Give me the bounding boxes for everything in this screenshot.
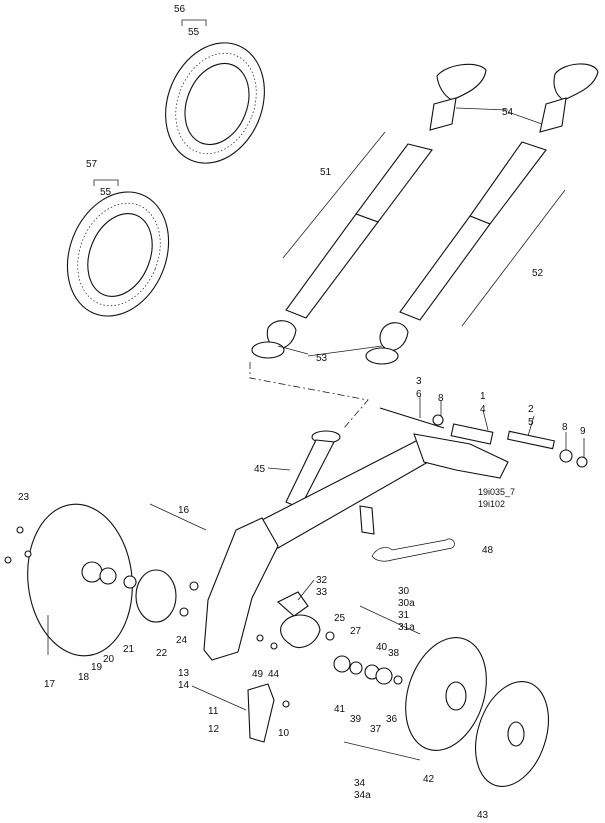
callout-12: 12 <box>208 724 220 735</box>
callout-32: 32 <box>316 575 328 586</box>
drawing-code-1: 19i035_7 <box>478 487 515 497</box>
callout-10: 10 <box>278 728 290 739</box>
telescopic-shaft-right <box>365 63 599 365</box>
callout-55-lower: 55 <box>100 187 112 198</box>
centerline <box>249 362 369 429</box>
callout-17: 17 <box>44 679 56 690</box>
callout-33: 33 <box>316 587 328 598</box>
press-wheel-assembly <box>333 637 549 787</box>
callout-40: 40 <box>376 642 388 653</box>
callout-1: 1 <box>480 391 486 402</box>
callout-38: 38 <box>388 648 400 659</box>
callout-43: 43 <box>477 810 489 821</box>
callout-37: 37 <box>370 724 382 735</box>
callout-52: 52 <box>532 268 544 279</box>
callout-39: 39 <box>350 714 362 725</box>
label-bracket-upper <box>181 19 207 26</box>
callout-21: 21 <box>123 644 135 655</box>
callout-19: 19 <box>91 662 103 673</box>
callout-3: 3 <box>416 376 422 387</box>
callout-30: 30 <box>398 586 410 597</box>
callout-57: 57 <box>86 159 98 170</box>
axle-assembly <box>379 407 588 468</box>
callout-30a: 30a <box>398 598 415 609</box>
callout-49: 49 <box>252 669 264 680</box>
callout-18: 18 <box>78 672 90 683</box>
callout-25: 25 <box>334 613 346 624</box>
callout-2: 2 <box>528 404 534 415</box>
telescopic-shaft-left <box>251 63 487 359</box>
callout-13: 13 <box>178 668 190 679</box>
callout-56: 56 <box>174 4 186 15</box>
callout-48: 48 <box>482 545 494 556</box>
leader-lines <box>47 107 585 761</box>
callout-9: 9 <box>580 426 586 437</box>
seed-tube <box>285 430 341 509</box>
callout-22: 22 <box>156 648 168 659</box>
callout-41: 41 <box>334 704 346 715</box>
callout-14: 14 <box>178 680 190 691</box>
callout-6: 6 <box>416 389 422 400</box>
disc-assembly <box>4 503 199 657</box>
callout-51: 51 <box>320 167 332 178</box>
gear-ring-lower <box>66 191 170 317</box>
callout-34: 34 <box>354 778 366 789</box>
tension-spring <box>371 538 455 562</box>
callout-8b: 8 <box>562 422 568 433</box>
gear-ring-upper <box>165 42 265 164</box>
callout-42: 42 <box>423 774 435 785</box>
callout-23: 23 <box>18 492 30 503</box>
callout-4: 4 <box>480 404 486 415</box>
callout-34a: 34a <box>354 790 371 801</box>
callout-31a: 31a <box>398 622 415 633</box>
scraper-bracket <box>247 591 335 743</box>
callout-55-upper: 55 <box>188 27 200 38</box>
label-bracket-lower <box>93 179 119 186</box>
callout-16: 16 <box>178 505 190 516</box>
frame-arm <box>203 433 509 661</box>
callout-31: 31 <box>398 610 410 621</box>
callout-54: 54 <box>502 107 514 118</box>
callout-45: 45 <box>254 464 266 475</box>
callout-8a: 8 <box>438 393 444 404</box>
callout-53: 53 <box>316 353 328 364</box>
callout-11: 11 <box>208 706 219 717</box>
callout-24: 24 <box>176 635 188 646</box>
callout-27: 27 <box>350 626 362 637</box>
callout-36: 36 <box>386 714 398 725</box>
callout-5: 5 <box>528 417 534 428</box>
callout-20: 20 <box>103 654 115 665</box>
drawing-code-2: 19i102 <box>478 499 505 509</box>
callout-44: 44 <box>268 669 280 680</box>
